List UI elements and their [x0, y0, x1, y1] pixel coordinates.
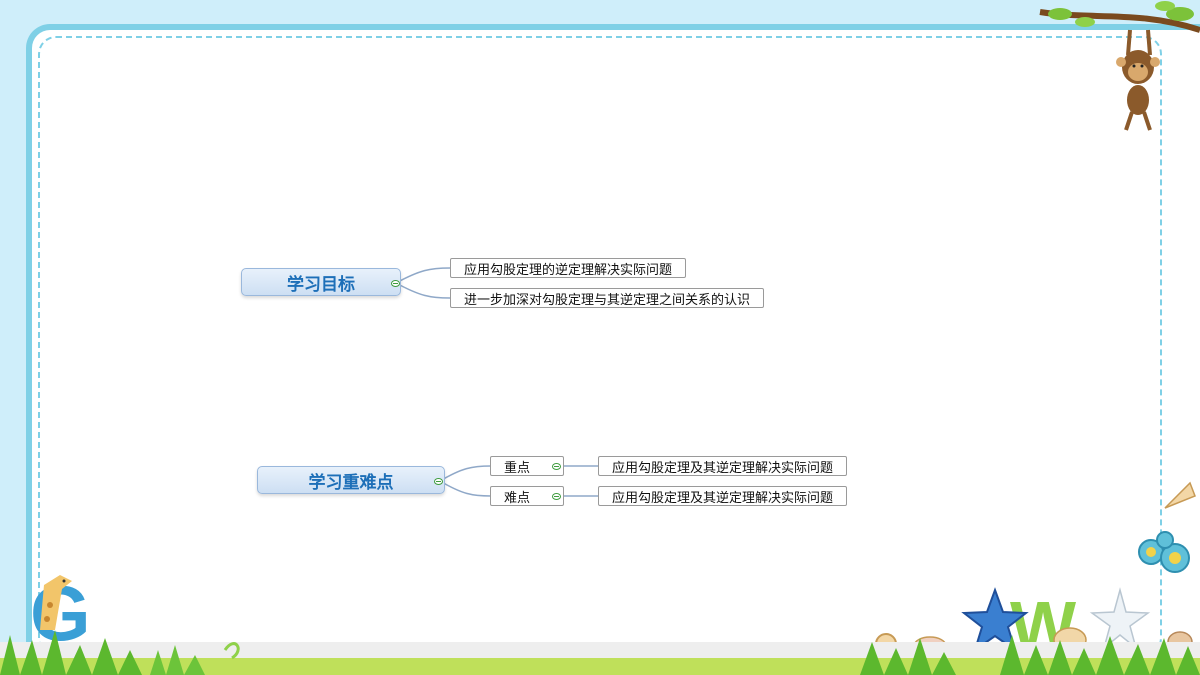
- difficulty-label: 难点: [504, 490, 531, 506]
- dashed-border: [38, 36, 1162, 656]
- flower-icon: [1138, 531, 1190, 573]
- goal-item-1-label: 应用勾股定理的逆定理解决实际问题: [464, 262, 673, 278]
- shell-icon: [1164, 481, 1196, 509]
- focus-topic[interactable]: 学习重难点: [257, 466, 445, 494]
- difficulty-detail-label: 应用勾股定理及其逆定理解决实际问题: [612, 490, 834, 506]
- key-point-detail-label: 应用勾股定理及其逆定理解决实际问题: [612, 460, 834, 476]
- goals-topic[interactable]: 学习目标: [241, 268, 401, 296]
- key-point-detail[interactable]: 应用勾股定理及其逆定理解决实际问题: [598, 456, 848, 476]
- goal-item-2-label: 进一步加深对勾股定理与其逆定理之间关系的认识: [464, 292, 751, 308]
- focus-topic-label: 学习重难点: [308, 472, 394, 493]
- grass-icon: [0, 630, 1200, 675]
- key-point-node[interactable]: 重点: [490, 456, 564, 476]
- content-frame: [26, 24, 1200, 664]
- goal-item-2[interactable]: 进一步加深对勾股定理与其逆定理之间关系的认识: [450, 288, 765, 308]
- key-point-collapse-icon[interactable]: [552, 463, 561, 470]
- goals-collapse-icon[interactable]: [391, 280, 400, 287]
- difficulty-collapse-icon[interactable]: [552, 493, 561, 500]
- key-point-label: 重点: [504, 460, 531, 476]
- focus-collapse-icon[interactable]: [434, 478, 443, 485]
- goal-item-1[interactable]: 应用勾股定理的逆定理解决实际问题: [450, 258, 687, 278]
- monkey-icon: [1039, 1, 1200, 131]
- difficulty-node[interactable]: 难点: [490, 486, 564, 506]
- giraffe-icon: G: [30, 569, 91, 645]
- goals-topic-label: 学习目标: [287, 274, 355, 295]
- difficulty-detail[interactable]: 应用勾股定理及其逆定理解决实际问题: [598, 486, 848, 506]
